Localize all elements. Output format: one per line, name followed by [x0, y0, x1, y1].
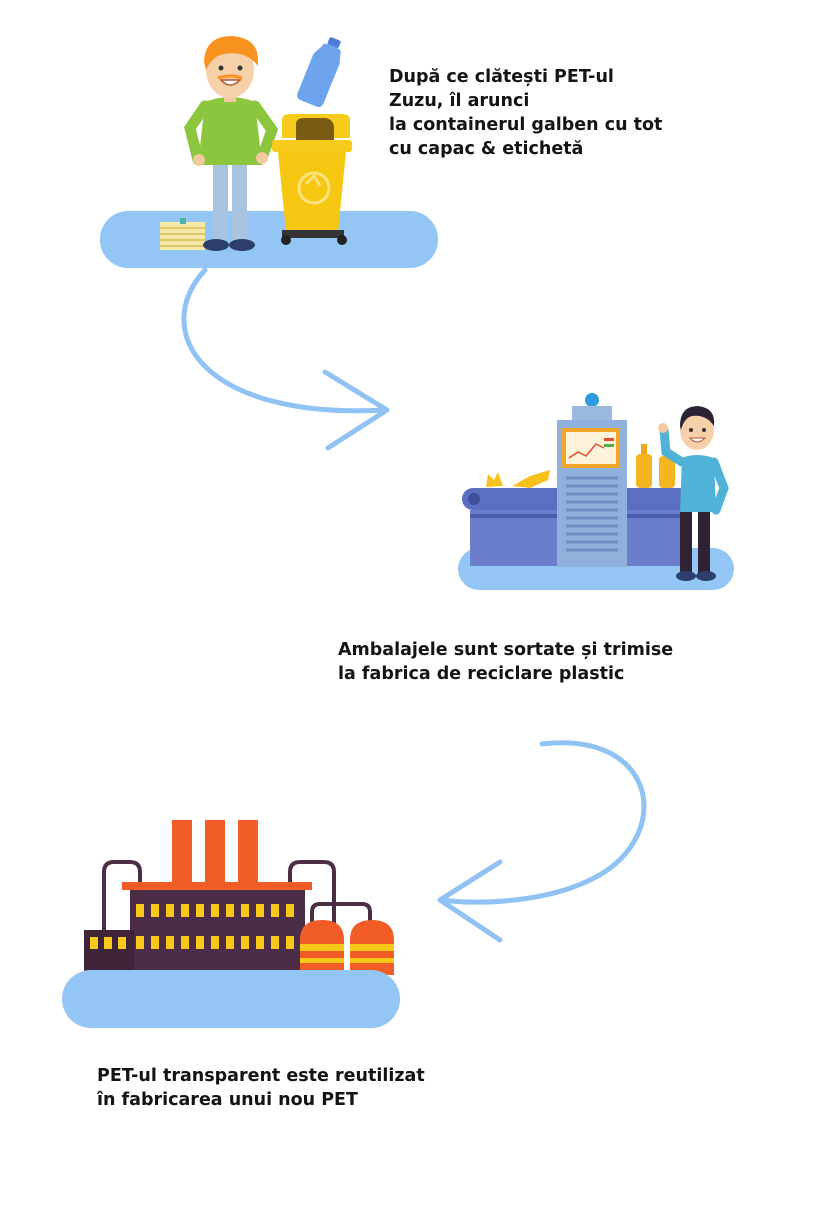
worker-icon: [658, 406, 729, 581]
storage-tank-icon: [350, 920, 394, 975]
paper-stack-icon: [160, 218, 205, 250]
chimney-icon: [205, 820, 225, 884]
flow-arrow-2: [437, 740, 647, 943]
step3-caption: PET-ul transparent este reutilizat în fa…: [97, 1064, 425, 1112]
step2-scene: [458, 393, 734, 590]
crumpled-item-icon: [486, 472, 503, 487]
caption-line: la containerul galben cu tot: [389, 115, 663, 135]
storage-tank-icon: [300, 920, 344, 975]
person-icon: [184, 36, 279, 251]
yellow-recycling-bin-icon: [272, 114, 352, 245]
step3-platform: [62, 970, 400, 1028]
plastic-bottle-icon: [297, 37, 341, 108]
crumpled-item-icon: [512, 470, 550, 488]
factory-icon: [84, 882, 312, 975]
caption-line: la fabrica de reciclare plastic: [338, 664, 625, 684]
caption-line: Ambalajele sunt sortate și trimise: [338, 640, 674, 660]
caption-line: cu capac & etichetă: [389, 139, 584, 159]
pipe: [310, 902, 372, 925]
caption-line: în fabricarea unui nou PET: [97, 1090, 358, 1110]
caption-line: PET-ul transparent este reutilizat: [97, 1066, 425, 1086]
step1-scene: [100, 36, 438, 268]
sorting-machine-icon: [557, 393, 627, 567]
step1-platform: [100, 211, 438, 268]
pipe: [102, 860, 142, 930]
step1-caption: După ce clătești PET-ul Zuzu, îl arunci …: [389, 65, 662, 161]
flow-arrow-1: [181, 267, 390, 451]
step2-caption: Ambalajele sunt sortate și trimise la fa…: [338, 638, 673, 686]
caption-line: După ce clătești PET-ul: [389, 67, 614, 87]
caption-line: Zuzu, îl arunci: [389, 91, 530, 111]
bottle-icon: [636, 444, 652, 488]
chimney-icon: [238, 820, 258, 884]
step3-scene: [62, 820, 400, 1028]
pipe: [288, 860, 336, 925]
chimney-icon: [172, 820, 192, 884]
